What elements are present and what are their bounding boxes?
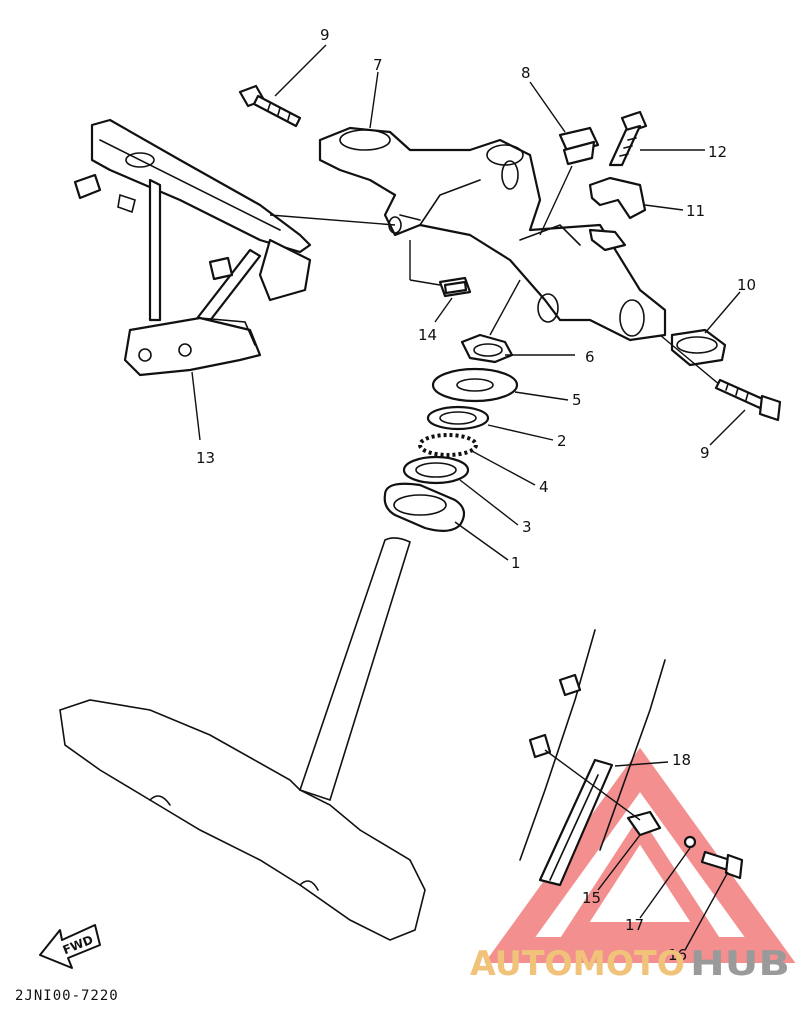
part-4-ball-bearing	[418, 433, 478, 457]
callout-3: 3	[522, 518, 532, 536]
front-fork-emblem	[519, 629, 744, 887]
reference-code: 2JNI00-7220	[15, 988, 119, 1004]
part-11-holder	[588, 176, 647, 220]
watermark-part1: AUTOMOTO	[470, 944, 685, 984]
part-8-cap-bolt	[558, 126, 600, 166]
callout-2: 2	[557, 432, 567, 450]
watermark-part2: HUB	[690, 944, 790, 984]
callout-5: 5	[572, 391, 582, 409]
part-5-washer	[431, 367, 519, 403]
callout-10: 10	[737, 276, 756, 294]
part-14-bolt	[438, 276, 472, 298]
callout-9-upper: 9	[320, 26, 330, 44]
callout-17: 17	[625, 916, 644, 934]
callout-16: 16	[668, 946, 687, 964]
watermark-text: AUTOMOTO HUB	[470, 944, 790, 984]
callout-1: 1	[511, 554, 521, 572]
callout-8: 8	[521, 64, 531, 82]
part-13-bracket	[73, 118, 312, 377]
fwd-arrow-icon: FWD	[39, 924, 101, 969]
callout-4: 4	[539, 478, 549, 496]
callout-7: 7	[373, 56, 383, 74]
callout-14: 14	[418, 326, 437, 344]
part-9-bolt-upper	[238, 84, 302, 128]
callout-13: 13	[196, 449, 215, 467]
part-6-ring-nut	[460, 333, 514, 364]
part-12-bolt	[608, 110, 648, 167]
part-2-race	[426, 405, 490, 431]
callout-12: 12	[708, 143, 727, 161]
part-9-bolt-lower	[714, 378, 782, 422]
part-7-upper-bracket	[318, 126, 667, 342]
lower-bracket-stem	[59, 537, 426, 941]
callout-6: 6	[585, 348, 595, 366]
callout-9-lower: 9	[700, 444, 710, 462]
callout-15: 15	[582, 889, 601, 907]
part-3-race	[402, 455, 470, 485]
callout-18: 18	[672, 751, 691, 769]
part-1-seal	[383, 482, 466, 532]
callout-11: 11	[686, 202, 705, 220]
part-10-collar	[670, 328, 727, 367]
